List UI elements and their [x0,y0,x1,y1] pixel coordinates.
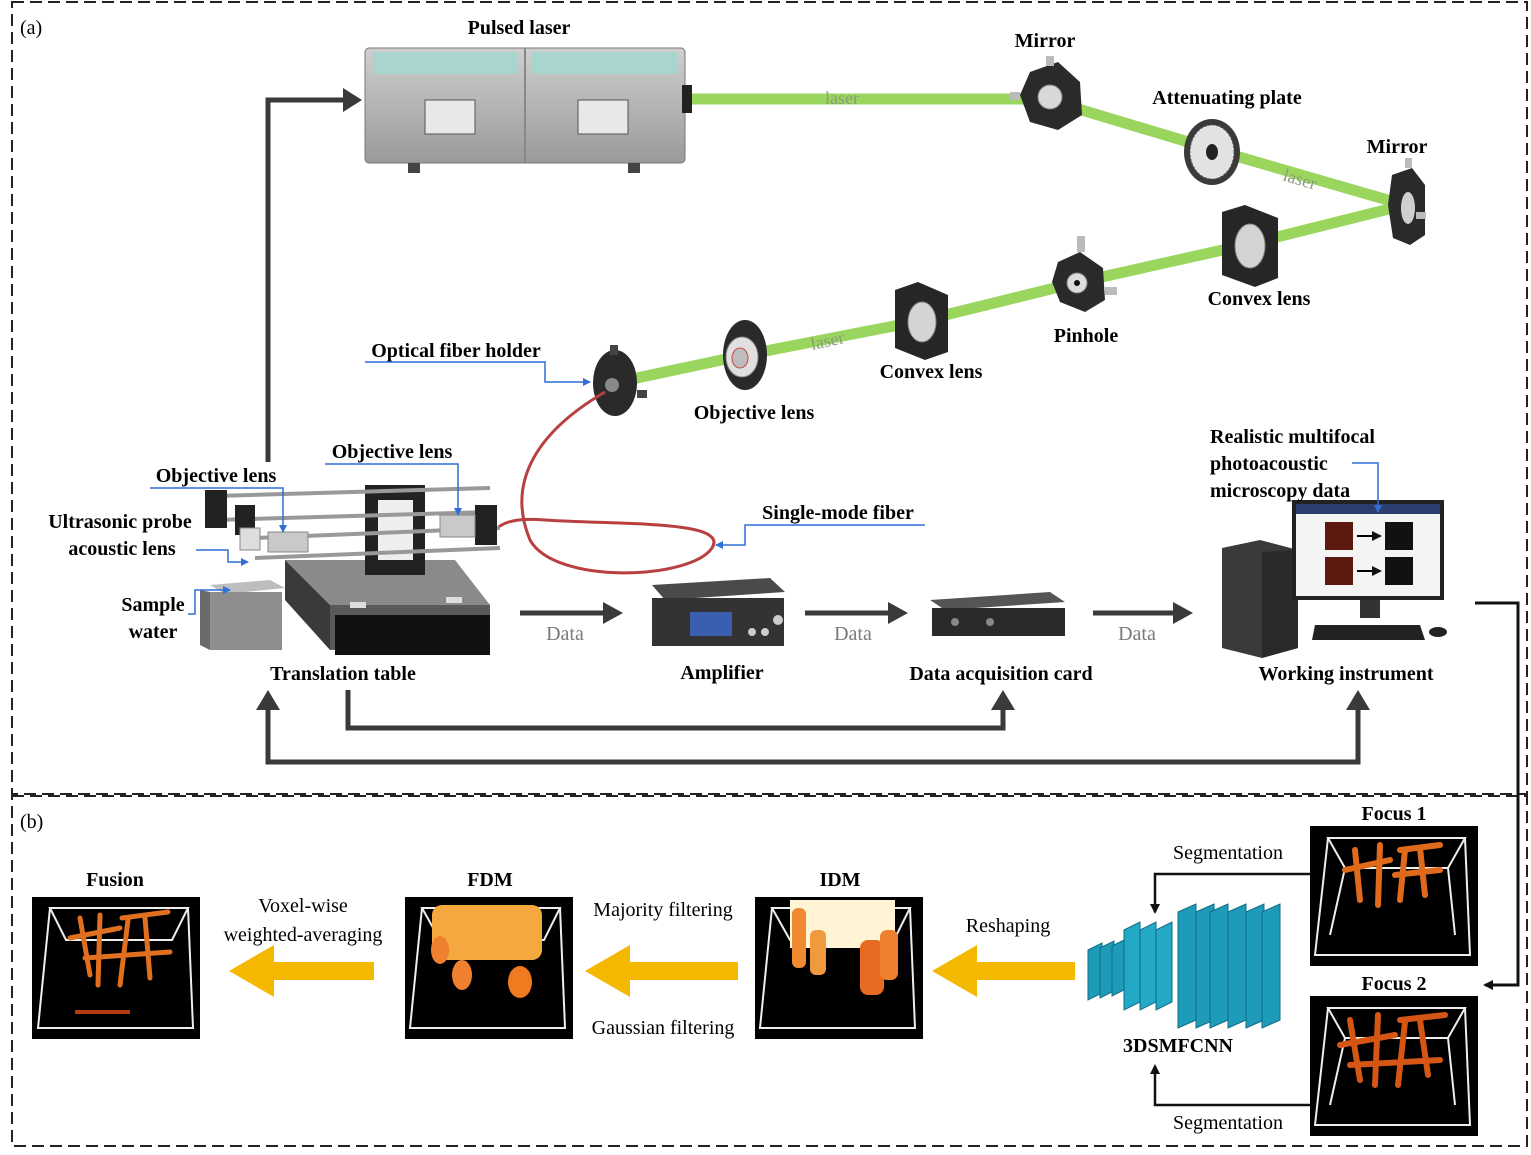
convex-lens-2-device [1222,205,1278,287]
ultrasonic-probe-label: Ultrasonic probe [48,511,192,533]
single-mode-fiber [493,390,716,575]
segmentation-label-1: Segmentation [1173,842,1283,864]
pinhole-label: Pinhole [1054,325,1119,347]
fdm-label: FDM [467,869,513,891]
weighted-averaging-label: weighted-averaging [224,924,383,946]
data-flow-arrows [520,602,1193,624]
reshaping-label: Reshaping [966,915,1050,937]
daq-card-label: Data acquisition card [909,663,1092,685]
mirror-2-device [1388,158,1426,245]
instrument-to-focus-connector [1475,601,1520,990]
probe-callout [196,549,249,566]
translation-table-device [285,560,490,655]
focus-2-image [1310,996,1478,1136]
mirror-1-label: Mirror [1015,30,1076,52]
water-label: water [129,621,178,643]
fiber-holder-callout [365,361,591,386]
scanner-stage [205,485,501,575]
computer-device [1222,500,1447,658]
panel-b-border [11,795,1528,1147]
fdm-image [405,897,573,1039]
focus-2-label: Focus 2 [1362,973,1427,995]
cnn-architecture [1087,903,1281,1029]
laser-label-1: laser [825,88,859,108]
objective-lens-2-label: Objective lens [156,465,277,487]
pulsed-laser-device [364,47,692,173]
data-label-2: Data [834,623,872,645]
acoustic-lens-label: acoustic lens [68,538,175,560]
fusion-label: Fusion [86,869,144,891]
realistic-data-line3: microscopy data [1210,480,1350,502]
optical-fiber-holder-device [593,345,647,416]
idm-label: IDM [819,869,860,891]
objective-lens-3-label: Objective lens [332,441,453,463]
focus-1-label: Focus 1 [1362,803,1427,825]
panel-a-border [11,1,1528,795]
sample-tank [200,580,285,650]
objective-3-callout [325,463,462,516]
fusion-image [32,897,200,1039]
daq-card-device [930,592,1065,636]
connector-heads [256,88,1370,710]
panel-a-tag: (a) [20,17,42,39]
segmentation-arrow-1 [1150,872,1310,914]
majority-filtering-label: Majority filtering [593,899,732,921]
sample-label: Sample [121,594,184,616]
flow-arrows [229,945,1075,997]
realistic-data-line1: Realistic multifocal [1210,426,1375,448]
amplifier-device [652,578,785,646]
segmentation-label-2: Segmentation [1173,1112,1283,1134]
translation-table-label: Translation table [270,663,416,685]
cnn-label: 3DSMFCNN [1123,1035,1234,1057]
idm-image [755,897,923,1039]
objective-lens-1-label: Objective lens [694,402,815,424]
attenuating-plate-label: Attenuating plate [1152,87,1302,109]
gaussian-filtering-label: Gaussian filtering [592,1017,735,1039]
realistic-data-line2: photoacoustic [1210,453,1328,475]
objective-lens-1-device [723,320,767,390]
working-instrument-label: Working instrument [1258,663,1433,685]
focus-1-image [1310,826,1478,966]
convex-lens-2-label: Convex lens [1208,288,1311,310]
control-connectors [265,97,1361,765]
single-mode-fiber-label: Single-mode fiber [762,502,914,524]
convex-lens-1-device [895,282,948,360]
segmentation-arrow-2 [1150,1064,1310,1107]
realistic-data-callout [1352,462,1382,513]
amplifier-label: Amplifier [680,662,763,684]
mirror-1-device [1010,56,1082,130]
panel-b-tag: (b) [20,811,43,833]
objective-2-callout [150,487,287,533]
optical-fiber-holder-label: Optical fiber holder [371,340,541,362]
mirror-2-label: Mirror [1367,136,1428,158]
voxel-wise-label: Voxel-wise [258,895,348,917]
sample-callout [188,586,231,615]
fiber-callout [715,524,925,549]
data-label-1: Data [546,623,584,645]
pulsed-laser-label: Pulsed laser [468,17,571,39]
laser-label-3: laser [809,327,846,354]
laser-label-2: laser [1281,165,1319,194]
pinhole-device [1052,236,1117,312]
convex-lens-1-label: Convex lens [880,361,983,383]
attenuating-plate-device [1184,119,1240,185]
data-label-3: Data [1118,623,1156,645]
